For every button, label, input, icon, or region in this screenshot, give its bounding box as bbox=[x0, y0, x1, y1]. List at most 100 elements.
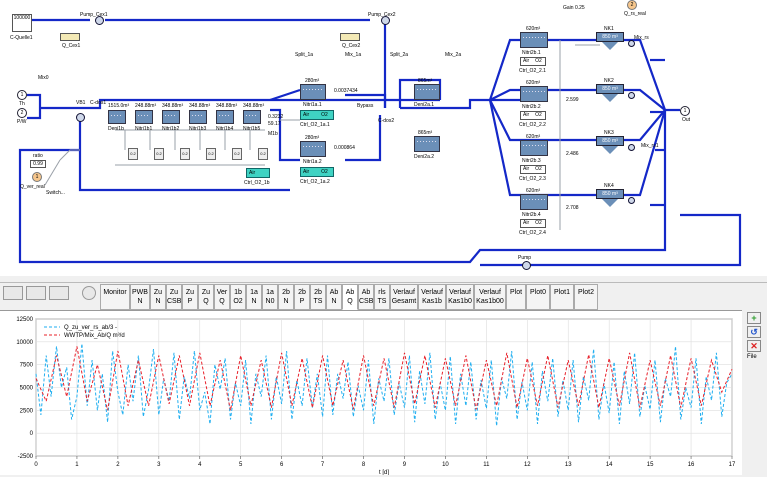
legend-entry-1: WWTP/Mix_Ab/Q m³/d bbox=[64, 333, 125, 339]
clarifier[interactable]: 850 m³ bbox=[596, 32, 624, 50]
pump-return-icon[interactable] bbox=[522, 261, 531, 270]
nitri-2b-tank[interactable] bbox=[520, 32, 548, 48]
tab-label-line1: Plot2 bbox=[578, 289, 594, 296]
tab-label-line1: Verlauf bbox=[393, 289, 415, 296]
nitri-1a-tank[interactable] bbox=[300, 84, 326, 100]
input-pw-port[interactable]: 2 bbox=[17, 108, 27, 118]
o2-sensor[interactable]: 0.2 bbox=[180, 148, 190, 160]
tank-1b[interactable] bbox=[162, 110, 180, 124]
o2-sensor[interactable]: 0.2 bbox=[154, 148, 164, 160]
vb1-label: VB1 bbox=[76, 100, 86, 106]
nitri-2b-tank[interactable] bbox=[520, 86, 548, 102]
nitri-2b-tank[interactable] bbox=[520, 140, 548, 156]
tab-plot2[interactable]: Plot2 bbox=[574, 284, 598, 310]
delete-icon[interactable]: ✕ bbox=[747, 340, 761, 352]
undo-icon[interactable]: ↺ bbox=[747, 326, 761, 338]
tank-1b[interactable] bbox=[216, 110, 234, 124]
nitri-1a-value: 0.0037434 bbox=[334, 88, 358, 94]
o2-sensor-value: 0.2 bbox=[208, 151, 214, 156]
clarifier[interactable]: 850 m³ bbox=[596, 189, 624, 207]
q-cex1-block[interactable] bbox=[60, 33, 80, 41]
vb1-pump-icon[interactable] bbox=[76, 113, 85, 122]
air-label: Air bbox=[303, 169, 310, 175]
o2-sensor[interactable]: 0.2 bbox=[206, 148, 216, 160]
nitri-1a-volume: 280m³ bbox=[305, 78, 320, 84]
tab-monitor[interactable]: Monitor bbox=[100, 284, 130, 310]
tank-1b[interactable] bbox=[189, 110, 207, 124]
tab-plot1[interactable]: Plot1 bbox=[550, 284, 574, 310]
tank-1b[interactable] bbox=[135, 110, 153, 124]
air-label: Air bbox=[523, 220, 530, 226]
nitri-2b-value: 2.599 bbox=[566, 97, 579, 103]
clarifier-pump-icon[interactable] bbox=[628, 197, 635, 204]
clarifier-pump-icon[interactable] bbox=[628, 92, 635, 99]
tank-1b[interactable] bbox=[108, 110, 126, 124]
edit-signal-icon[interactable] bbox=[49, 286, 69, 300]
output-port[interactable]: 1 bbox=[680, 106, 690, 116]
clarifier[interactable]: 850 m³ bbox=[596, 84, 624, 102]
nitri-2b-tank[interactable] bbox=[520, 194, 548, 210]
tab-plot[interactable]: Plot bbox=[506, 284, 526, 310]
crosshair-icon[interactable] bbox=[82, 286, 96, 300]
c-quelle-label: C-Quelle1 bbox=[10, 35, 33, 41]
o2-label: O2 bbox=[535, 58, 542, 64]
o2-sensor-value: 0.2 bbox=[156, 151, 162, 156]
x-tick-label: 1 bbox=[75, 462, 79, 468]
q-ver-real-orb[interactable]: 1 bbox=[32, 172, 42, 182]
clarifier-pump-icon[interactable] bbox=[628, 40, 635, 47]
clarifier-volume: 850 m³ bbox=[596, 189, 624, 199]
clarifier-pump-icon[interactable] bbox=[628, 144, 635, 151]
ctrl-1b-air-o2[interactable]: Air bbox=[246, 168, 270, 178]
nitri-1a-tank[interactable] bbox=[300, 141, 326, 157]
deni-2a-tank[interactable] bbox=[414, 84, 440, 100]
clarifier[interactable]: 850 m³ bbox=[596, 136, 624, 154]
o2-label: O2 bbox=[321, 169, 328, 175]
tab-label-line2: Q bbox=[347, 298, 353, 305]
remove-signal-icon[interactable] bbox=[26, 286, 46, 300]
ratio-value-box[interactable]: 0.99 bbox=[30, 160, 46, 168]
tab-label-line2: O2 bbox=[233, 298, 243, 305]
input-th-port[interactable]: 1 bbox=[17, 90, 27, 100]
o2-sensor[interactable]: 0.2 bbox=[258, 148, 268, 160]
c-quelle-source[interactable]: 100000 bbox=[12, 14, 32, 32]
pump-cex1-icon[interactable] bbox=[95, 16, 104, 25]
o2-sensor[interactable]: 0.2 bbox=[128, 148, 138, 160]
add-plot-icon[interactable]: + bbox=[747, 312, 761, 324]
output-num: 1 bbox=[683, 108, 687, 114]
nitri-1a-air-o2[interactable]: Air O2 bbox=[300, 167, 334, 177]
q-rs-real-orb[interactable]: 2 bbox=[627, 0, 637, 10]
pump-cex2-icon[interactable] bbox=[381, 16, 390, 25]
q-cex2-block[interactable] bbox=[340, 33, 360, 41]
add-signal-icon[interactable] bbox=[3, 286, 23, 300]
deni-2a-tank[interactable] bbox=[414, 136, 440, 152]
tab-plot0[interactable]: Plot0 bbox=[526, 284, 550, 310]
tank-1b[interactable] bbox=[243, 110, 261, 124]
c-quelle-value: 100000 bbox=[13, 15, 31, 21]
o2-sensor[interactable]: 0.2 bbox=[232, 148, 242, 160]
